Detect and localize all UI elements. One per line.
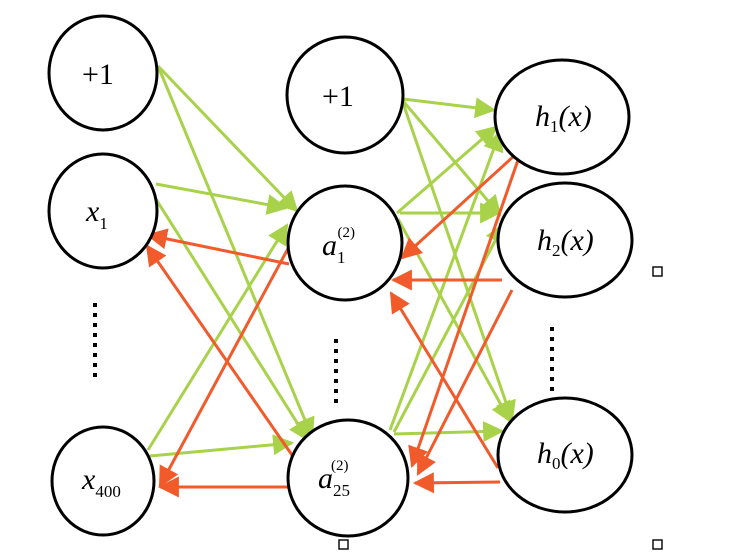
input-ellipsis xyxy=(93,303,97,377)
x400-label: x400 xyxy=(81,463,121,501)
h2-node xyxy=(496,181,634,299)
edge-bias-to-a1 xyxy=(156,64,299,213)
x1-label: x1 xyxy=(85,195,108,233)
edge-a25-back-to-x1 xyxy=(145,244,303,469)
edge-a1-back-to-x1 xyxy=(145,228,290,266)
a1-label: a1(2) xyxy=(322,225,355,267)
x1-node xyxy=(47,152,159,270)
h1-node xyxy=(493,58,631,176)
edge-a25-to-h2 xyxy=(392,222,506,433)
h2-label: h2(x) xyxy=(537,224,594,260)
input-bias-label: +1 xyxy=(82,58,114,91)
edge-hbias-to-h0 xyxy=(401,102,516,422)
h1-label: h1(x) xyxy=(535,100,592,136)
edge-a25-to-h0 xyxy=(393,421,505,443)
edge-h1-back-to-a25 xyxy=(408,159,520,468)
node-labels: +1 +1 x1 x400 a1(2) a25(2) h1(x) h2(x) h… xyxy=(81,58,594,501)
edge-x400-to-a1 xyxy=(146,223,289,451)
h0-node xyxy=(496,396,634,514)
handle-square-bottom-center xyxy=(338,539,349,550)
edge-hbias-to-h2 xyxy=(401,100,502,217)
edge-h2-back-to-a25 xyxy=(416,289,514,476)
hidden-ellipsis xyxy=(334,339,338,403)
hidden-bias-node xyxy=(285,35,405,155)
edge-hbias-to-h1 xyxy=(402,97,497,119)
backward-edges xyxy=(145,153,520,498)
handle-square-bottom-right xyxy=(652,539,663,550)
edge-h0-back-to-a1 xyxy=(389,291,500,469)
output-ellipsis xyxy=(550,327,554,391)
edge-a1-back-to-x400 xyxy=(158,242,293,488)
edge-h1-back-to-a1 xyxy=(400,153,517,260)
a25-node xyxy=(286,418,410,538)
edge-a1-to-h1 xyxy=(396,125,498,215)
a1-node xyxy=(286,184,404,302)
layer-ellipsis xyxy=(93,303,554,403)
edge-h0-back-to-a25 xyxy=(412,472,501,494)
x400-node xyxy=(50,425,156,537)
edge-x400-to-a25 xyxy=(149,434,295,458)
input-bias-node xyxy=(47,14,159,132)
edge-x1-to-a1 xyxy=(155,182,289,215)
hidden-bias-label: +1 xyxy=(322,80,354,113)
handle-square-right-mid xyxy=(652,266,663,277)
h0-label: h0(x) xyxy=(537,437,594,473)
a25-label: a25(2) xyxy=(318,458,350,500)
